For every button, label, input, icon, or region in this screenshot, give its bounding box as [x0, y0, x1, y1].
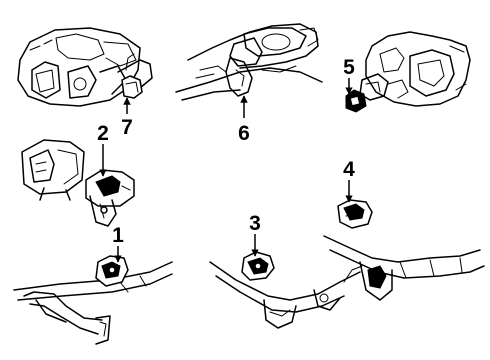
callout-5: 5 — [343, 56, 355, 95]
callout-4-label: 4 — [343, 158, 355, 181]
engine-assembly-top-center — [175, 23, 323, 101]
mount-5-part — [345, 89, 367, 113]
mount-1-part — [95, 255, 129, 287]
callout-1: 1 — [112, 224, 124, 263]
callout-4: 4 — [343, 158, 355, 203]
callout-2-label: 2 — [97, 122, 109, 145]
callout-5-label: 5 — [343, 56, 355, 79]
mount-2-part — [85, 169, 135, 227]
engine-bracket-left — [21, 139, 85, 201]
callout-2: 2 — [97, 122, 109, 177]
callout-7-label: 7 — [121, 116, 133, 139]
transmission-assembly-top-right — [359, 31, 471, 107]
mount-4-part — [337, 199, 373, 229]
callout-6: 6 — [238, 95, 250, 145]
callout-3-label: 3 — [249, 212, 261, 235]
cradle-subframe-bottom-right — [209, 235, 485, 329]
callout-7: 7 — [121, 97, 133, 139]
callout-6-label: 6 — [238, 122, 250, 145]
callout-1-label: 1 — [112, 224, 124, 247]
crossmember-bottom-left — [13, 261, 173, 345]
mount-3-part — [241, 251, 275, 281]
callout-3: 3 — [249, 212, 261, 257]
mount-7-part — [121, 75, 143, 99]
